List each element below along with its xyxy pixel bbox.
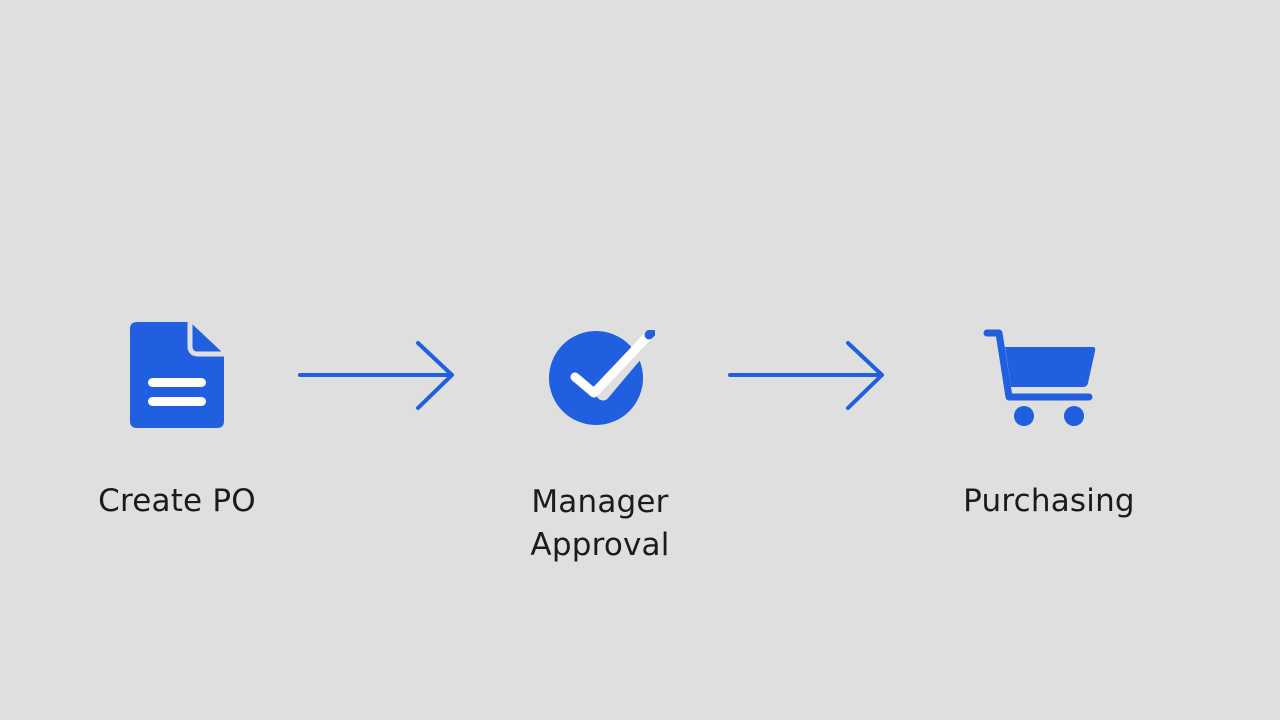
step-label-line-2: Approval bbox=[530, 527, 670, 563]
arrow-right-icon bbox=[298, 341, 454, 410]
document-icon bbox=[130, 322, 224, 428]
step-label-purchasing: Purchasing bbox=[963, 483, 1135, 519]
shopping-cart-icon bbox=[983, 329, 1096, 426]
step-label-line-1: Manager bbox=[531, 484, 669, 520]
step-label-manager-approval: Manager Approval bbox=[480, 481, 720, 567]
arrow-right-icon bbox=[728, 341, 884, 410]
check-circle-icon bbox=[549, 330, 655, 425]
step-label-create-po: Create PO bbox=[98, 483, 256, 519]
